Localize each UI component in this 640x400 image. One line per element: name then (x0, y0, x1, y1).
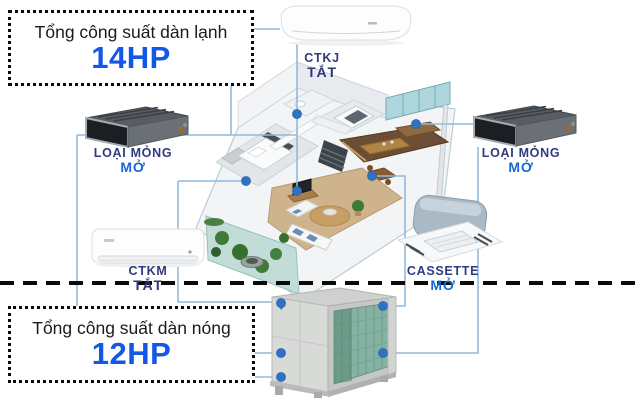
house-cutaway-illustration (195, 61, 456, 301)
indoor-capacity-value: 14HP (91, 39, 171, 75)
cassette-unit-state: MỞ (430, 277, 456, 293)
ctkj-unit-state: TẮT (307, 64, 337, 80)
outdoor-capacity-label: Tổng công suất dàn nóng (32, 318, 231, 339)
ducted-right-unit-label: LOẠI MỎNG MỞ (481, 146, 561, 175)
ducted-unit-left-image (85, 106, 189, 148)
cassette-unit-image (396, 194, 504, 263)
ctkj-unit-name: CTKJ (304, 51, 340, 65)
cassette-unit-label: CASSETTE MỞ (406, 264, 480, 293)
ducted-left-unit-label: LOẠI MỎNG MỞ (93, 146, 173, 175)
ducted-left-unit-name: LOẠI MỎNG (93, 146, 173, 160)
wall-unit-ctkm-image (91, 228, 205, 268)
ctkm-unit-name: CTKM (128, 264, 168, 278)
ducted-left-unit-state: MỞ (120, 159, 146, 175)
ducted-right-unit-name: LOẠI MỎNG (481, 146, 561, 160)
pipe-node-dots (241, 109, 421, 382)
outdoor-capacity-box: Tổng công suất dàn nóng 12HP (8, 306, 255, 383)
ducted-unit-right-image (473, 105, 577, 147)
ctkj-unit-label: CTKJ TẮT (304, 51, 340, 80)
ctkm-unit-label: CTKM TẮT (128, 264, 168, 293)
indoor-capacity-box: Tổng công suất dàn lạnh 14HP (8, 10, 254, 86)
outdoor-unit-image (270, 287, 397, 398)
indoor-capacity-label: Tổng công suất dàn lạnh (34, 21, 228, 42)
cassette-unit-name: CASSETTE (406, 264, 480, 278)
outdoor-capacity-value: 12HP (91, 336, 172, 372)
ducted-right-unit-state: MỞ (508, 159, 534, 175)
wall-unit-ctkj-image (280, 5, 412, 46)
ctkm-unit-state: TẮT (133, 277, 163, 293)
